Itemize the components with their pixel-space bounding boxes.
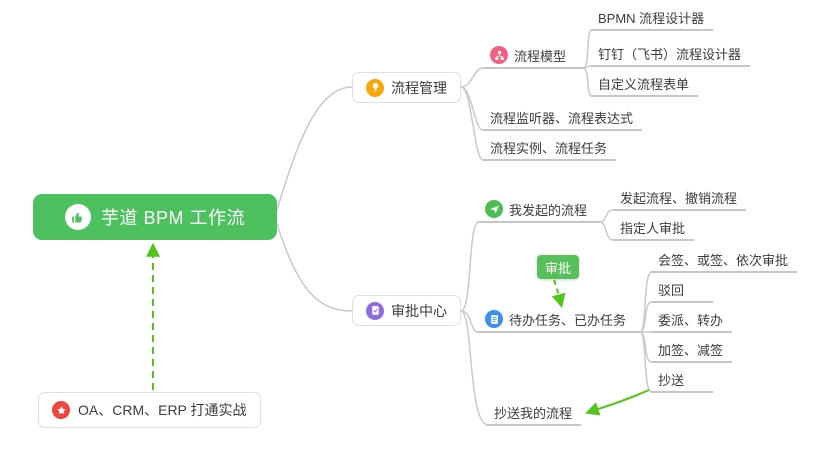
arrow-approval-to-todo <box>551 279 566 309</box>
approval-doc-icon <box>366 301 384 320</box>
node-reject[interactable]: 驳回 <box>651 279 713 303</box>
node-add-reduce-sign[interactable]: 加签、减签 <box>651 339 733 363</box>
edge-todo-countersign <box>639 271 652 333</box>
node-instance-task[interactable]: 流程实例、流程任务 <box>483 137 617 161</box>
node-oa-crm-erp-practice[interactable]: OA、CRM、ERP 打通实战 <box>38 392 261 428</box>
node-label: 流程管理 <box>391 79 447 96</box>
node-approval-center[interactable]: 审批中心 <box>352 295 461 326</box>
node-label: 加签、减签 <box>658 342 724 358</box>
node-label: 发起流程、撤销流程 <box>620 190 738 206</box>
edge-model-customform <box>582 67 592 97</box>
edge-pm-instance <box>460 86 484 161</box>
node-cc[interactable]: 抄送 <box>651 369 713 393</box>
edge-ac-tododone <box>460 310 479 333</box>
node-label: 会签、或签、依次审批 <box>658 252 789 268</box>
thumbs-up-icon <box>64 204 91 230</box>
edge-todo-reject <box>639 301 652 333</box>
node-label: 钉钉（飞书）流程设计器 <box>598 46 742 62</box>
approval-callout-badge[interactable]: 审批 <box>537 255 580 279</box>
paper-plane-icon <box>485 200 503 218</box>
node-label: 抄送我的流程 <box>494 405 573 421</box>
edge-ac-myinitiated <box>460 221 479 312</box>
node-label: 驳回 <box>658 282 685 298</box>
node-label: 流程实例、流程任务 <box>490 140 608 156</box>
node-root[interactable]: 芋道 BPM 工作流 <box>33 194 277 240</box>
node-label: 芋道 BPM 工作流 <box>100 208 245 228</box>
edge-todo-cc <box>639 331 652 393</box>
lightbulb-icon <box>366 78 384 97</box>
node-label: 自定义流程表单 <box>598 76 690 92</box>
edge-root-process-management <box>276 86 353 211</box>
node-assignee-approval[interactable]: 指定人审批 <box>613 217 695 241</box>
arrow-cc-to-ccmyprocess <box>585 389 650 416</box>
node-custom-form[interactable]: 自定义流程表单 <box>591 73 699 97</box>
edge-pm-process-model <box>460 67 484 88</box>
edge-todo-addsign <box>639 331 652 363</box>
node-listener-expression[interactable]: 流程监听器、流程表达式 <box>483 107 643 131</box>
node-cc-my-process[interactable]: 抄送我的流程 <box>487 402 582 426</box>
node-label: 流程模型 <box>514 48 567 64</box>
node-label: 审批中心 <box>391 302 447 319</box>
node-label: 指定人审批 <box>620 220 686 236</box>
node-my-initiated[interactable]: 我发起的流程 <box>478 199 600 223</box>
edge-model-bpmn <box>582 29 592 69</box>
edge-my-initiatecancel <box>599 209 614 223</box>
node-countersign[interactable]: 会签、或签、依次审批 <box>651 249 798 273</box>
node-bpmn-designer[interactable]: BPMN 流程设计器 <box>591 7 714 31</box>
node-dingtalk-feishu-designer[interactable]: 钉钉（飞书）流程设计器 <box>591 43 751 67</box>
node-process-management[interactable]: 流程管理 <box>352 72 461 103</box>
edge-pm-listener <box>460 86 484 131</box>
node-label: 抄送 <box>658 372 685 388</box>
edge-my-assignee <box>599 221 614 241</box>
node-label: 我发起的流程 <box>509 202 588 218</box>
flow-model-icon <box>490 46 508 64</box>
node-delegate-transfer[interactable]: 委派、转办 <box>651 309 733 333</box>
edge-model-dingtalk <box>582 65 592 69</box>
badge-label: 审批 <box>545 260 572 276</box>
node-process-model[interactable]: 流程模型 <box>483 45 583 69</box>
node-label: OA、CRM、ERP 打通实战 <box>78 402 247 418</box>
node-todo-done[interactable]: 待办任务、已办任务 <box>478 309 640 333</box>
node-label: 待办任务、已办任务 <box>509 312 627 328</box>
star-icon <box>52 401 70 419</box>
node-initiate-cancel[interactable]: 发起流程、撤销流程 <box>613 187 747 211</box>
node-label: 流程监听器、流程表达式 <box>490 110 634 126</box>
edge-root-approval-center <box>276 223 353 312</box>
node-label: BPMN 流程设计器 <box>598 10 705 26</box>
task-list-icon <box>485 310 503 328</box>
node-label: 委派、转办 <box>658 312 724 328</box>
